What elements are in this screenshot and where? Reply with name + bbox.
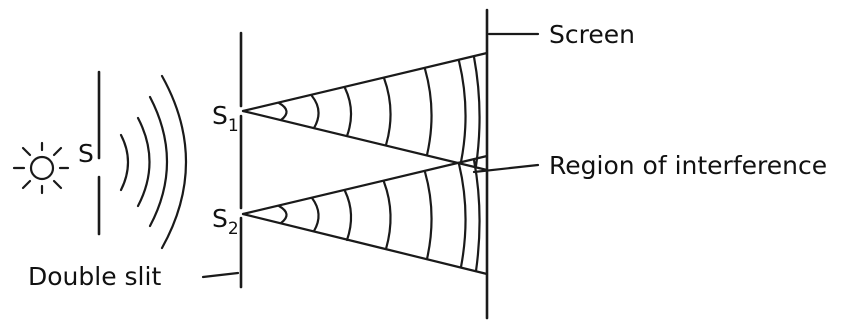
region-leader-line <box>472 163 540 174</box>
source-wavefronts <box>119 74 188 250</box>
slit2-wave-cone <box>241 154 489 276</box>
screen-label: Screen <box>549 20 635 49</box>
light-source-icon <box>12 141 70 195</box>
source-label: S <box>78 139 94 168</box>
slit1-label: S1 <box>212 101 239 136</box>
slit2-label: S2 <box>212 204 239 239</box>
region-of-interference-label: Region of interference <box>549 151 827 180</box>
double-slit-leader-line <box>201 271 240 279</box>
double-slit-label: Double slit <box>28 262 161 291</box>
slit1-wave-cone <box>241 51 489 172</box>
